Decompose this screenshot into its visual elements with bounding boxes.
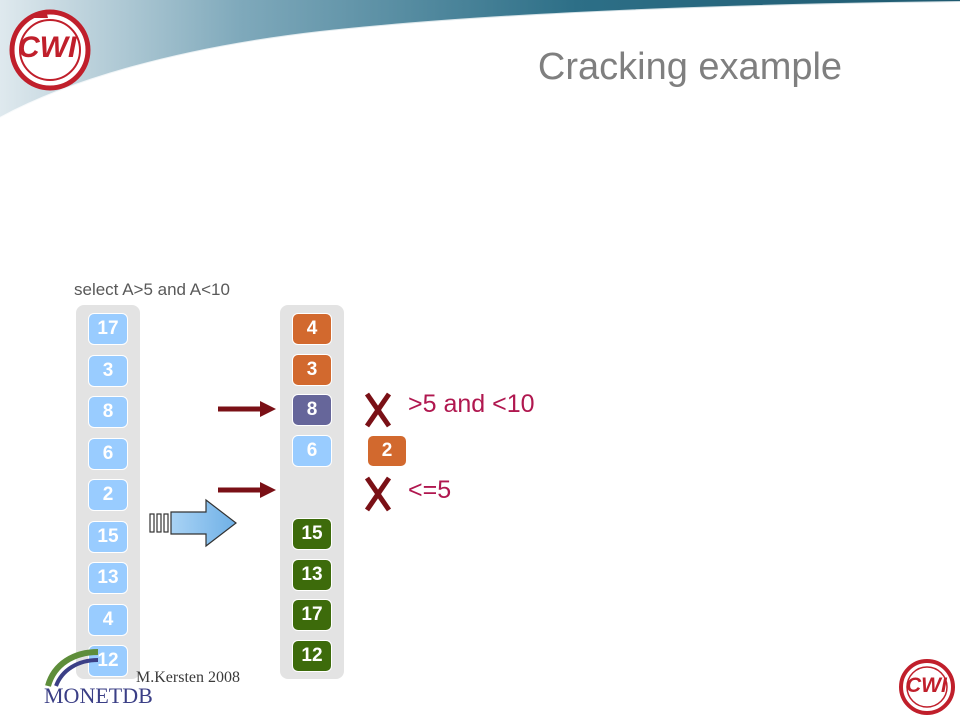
cwi-logo-ring (9, 9, 91, 91)
footer-author: M.Kersten 2008 (136, 669, 240, 686)
original-cell: 6 (88, 437, 128, 470)
cross-icon (364, 476, 392, 512)
header-band (0, 0, 960, 119)
condition-upper-label: >5 and <10 (408, 390, 535, 418)
cracked-cell: 15 (292, 518, 332, 550)
cracked-cell: 17 (292, 599, 332, 631)
slide-title: Cracking example (537, 46, 843, 88)
cwi-logo: CWI (4, 4, 96, 96)
original-cell: 17 (88, 313, 128, 345)
cracked-cell: 8 (292, 394, 332, 426)
original-cell: 2 (88, 479, 128, 511)
cracked-cell: 4 (292, 313, 332, 345)
cracked-cell: 6 (292, 435, 332, 467)
condition-lower-label: <=5 (408, 476, 452, 504)
monetdb-logo-text: MONETDB (44, 683, 153, 708)
arrow-right-icon (218, 482, 276, 498)
original-cell: 8 (88, 396, 128, 428)
displaced-value-cell: 2 (367, 435, 407, 467)
original-cell: 15 (88, 520, 128, 553)
fat-arrow-icon (149, 498, 237, 548)
original-cell: 4 (88, 603, 128, 636)
cracked-cell: 3 (292, 354, 332, 386)
cwi-logo-text: CWI (906, 674, 947, 697)
original-cell: 13 (88, 562, 128, 594)
cracked-cell: 13 (292, 559, 332, 591)
cwi-logo-text: CWI (18, 31, 77, 64)
cwi-logo-ring (899, 659, 955, 715)
cwi-logo: CWI (896, 656, 958, 718)
cross-icon (364, 392, 392, 428)
original-cell: 3 (88, 354, 128, 387)
arrow-right-icon (218, 401, 276, 417)
cracked-cell: 12 (292, 640, 332, 672)
monetdb-logo (45, 649, 99, 687)
query-label: select A>5 and A<10 (74, 280, 230, 299)
